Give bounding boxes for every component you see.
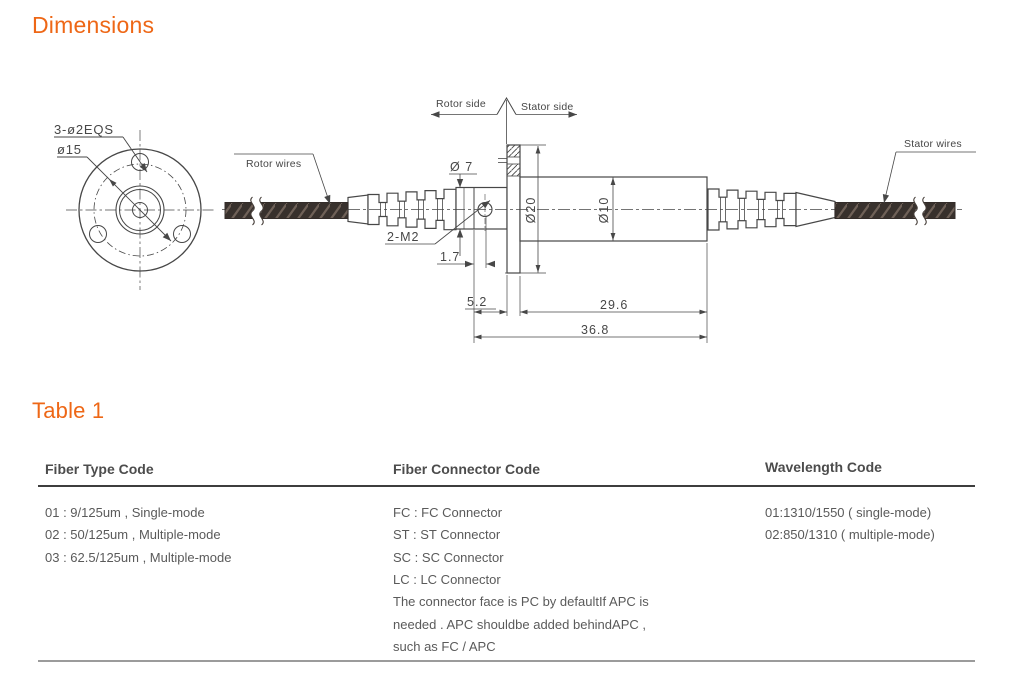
note-line: The connector face is PC by defaultIf AP…: [393, 594, 649, 609]
column-header-wavelength: Wavelength Code: [765, 459, 882, 475]
table-cell: 02 : 50/125um , Multiple-mode: [45, 527, 221, 543]
cables: [224, 193, 956, 229]
front-view: 3-ø2EQS ø15: [54, 122, 214, 290]
note-line: needed . APC shouldbe added behindAPC ,: [393, 616, 646, 632]
bolt-hole: [173, 225, 191, 243]
note-line: such as FC / APC: [393, 639, 496, 655]
label-stator-side: Stator side: [521, 101, 573, 113]
table-cell: SC : SC Connector: [393, 549, 504, 565]
bolt-circle-label: ø15: [57, 142, 82, 157]
label-m2-screws: 2-M2: [387, 230, 419, 244]
label-rotor-side: Rotor side: [436, 98, 486, 110]
dim-exit-diameter: Ø 7: [450, 160, 473, 174]
page-title: Dimensions: [32, 12, 155, 38]
label-rotor-wires: Rotor wires: [246, 158, 301, 170]
boot-slots: [380, 196, 783, 223]
dim-total-length: 36.8: [581, 323, 609, 337]
annotations: [234, 96, 976, 343]
column-header-fiber-connector: Fiber Connector Code: [393, 461, 541, 477]
table-cell: LC : LC Connector: [393, 571, 501, 587]
dim-screw-offset: 1.7: [440, 250, 460, 264]
bolt-holes-label: 3-ø2EQS: [54, 122, 114, 137]
stator-cable: [834, 202, 956, 219]
label-stator-wires: Stator wires: [904, 138, 962, 150]
side-view: [347, 144, 836, 274]
column-header-fiber-type: Fiber Type Code: [45, 461, 154, 477]
dim-body-diameter: Ø10: [597, 197, 611, 224]
fiber-type-column: 01 : 9/125um , Single-mode 02 : 50/125um…: [45, 502, 231, 569]
flange-hatch: [506, 163, 521, 177]
table-cell: 03 : 62.5/125um , Multiple-mode: [45, 549, 232, 565]
flange-hatch: [506, 144, 521, 158]
table-cell: 02:850/1310 ( multiple-mode): [765, 527, 935, 543]
table-cell: 01:1310/1550 ( single-mode): [765, 505, 932, 520]
table-bottom-rule: [38, 660, 975, 662]
dim-flange-offset: 5.2: [467, 295, 487, 309]
wavelength-column: 01:1310/1550 ( single-mode) 02:850/1310 …: [765, 502, 935, 547]
table-cell: 01 : 9/125um , Single-mode: [45, 505, 205, 520]
dim-flange-diameter: Ø20: [524, 197, 538, 224]
connector-face-note: The connector face is PC by defaultIf AP…: [393, 591, 649, 659]
fiber-connector-column: FC : FC Connector ST : ST Connector SC :…: [393, 502, 504, 591]
table-cell: ST : ST Connector: [393, 527, 501, 543]
dim-body-length: 29.6: [600, 298, 628, 312]
annotation-texts: Rotor side Stator side Rotor wires Stato…: [246, 98, 962, 337]
bolt-hole: [89, 225, 107, 243]
table-title: Table 1: [32, 398, 105, 423]
stator-body: [519, 176, 708, 242]
table-cell: FC : FC Connector: [393, 505, 503, 520]
rotor-cable: [224, 202, 349, 219]
table-header-rule: [38, 485, 975, 487]
